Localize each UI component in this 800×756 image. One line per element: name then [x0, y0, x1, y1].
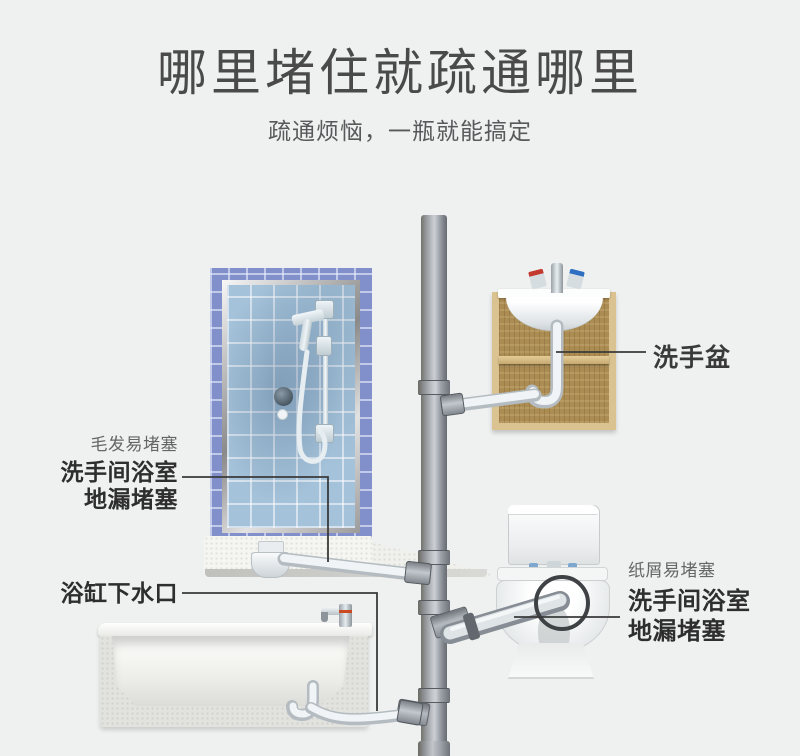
bathtub-pipe-fitting — [396, 699, 424, 726]
washbasin-faucet — [551, 263, 563, 293]
shower-wall-shading — [227, 285, 355, 528]
washbasin-hot-handle — [528, 268, 547, 290]
callout-shower-note: 毛发易堵塞 — [90, 435, 178, 454]
toilet-pipe-collar — [462, 611, 481, 642]
shower-trap-body — [251, 552, 290, 578]
shower-pipe-fitting — [403, 560, 433, 586]
toilet-tank-lid — [508, 505, 598, 515]
washbasin-pipe-fitting — [439, 392, 466, 417]
bathtub-faucet-body — [339, 604, 352, 627]
callout-toilet-title-line1: 洗手间浴室 — [628, 588, 751, 615]
toilet-tank — [508, 505, 600, 565]
page-subtitle: 疏通烦恼，一瓶就能搞定 — [268, 118, 532, 144]
washbasin-rim — [498, 289, 610, 298]
shower-rail-clamp — [316, 336, 332, 356]
shower-rail-bottom-bracket — [315, 424, 334, 443]
shower-rail — [323, 307, 328, 439]
bathtub-faucet-ring — [339, 610, 352, 613]
callout-shower-title-line1: 洗手间浴室 — [60, 459, 178, 485]
shower-mixer-dot — [277, 409, 288, 420]
pipe-coupling — [418, 550, 450, 565]
callout-shower-title-line2: 地漏堵塞 — [84, 486, 178, 512]
main-drain-pipe — [421, 215, 447, 756]
pipe-bottom-flare — [418, 741, 450, 756]
callout-shower-drain: 毛发易堵塞 洗手间浴室 地漏堵塞 — [18, 430, 178, 513]
washbasin-cold-handle — [566, 268, 585, 290]
toilet-pedestal — [508, 643, 594, 679]
callout-toilet-title-line2: 地漏堵塞 — [628, 618, 726, 645]
page-title: 哪里堵住就疏通哪里 — [157, 45, 643, 101]
callout-toilet-drain: 纸屑易堵塞 洗手间浴室 地漏堵塞 — [628, 556, 751, 647]
pipe-coupling — [418, 380, 450, 395]
bathtub-faucet-tip — [321, 612, 328, 622]
washbasin-cabinet-shelf — [499, 356, 609, 364]
shower-mixer-knob — [274, 387, 293, 406]
callout-bathtub-label: 浴缸下水口 — [60, 580, 178, 606]
callout-bathtub-drain: 浴缸下水口 — [18, 580, 178, 607]
pipe-coupling — [418, 688, 450, 703]
bathtub-deck — [98, 623, 372, 636]
shower-unit — [210, 268, 372, 545]
callout-washbasin: 洗手盆 — [653, 344, 732, 372]
callout-toilet-note: 纸屑易堵塞 — [628, 561, 716, 580]
bathtub-interior — [112, 636, 350, 706]
toilet-trap-ring — [534, 575, 590, 631]
